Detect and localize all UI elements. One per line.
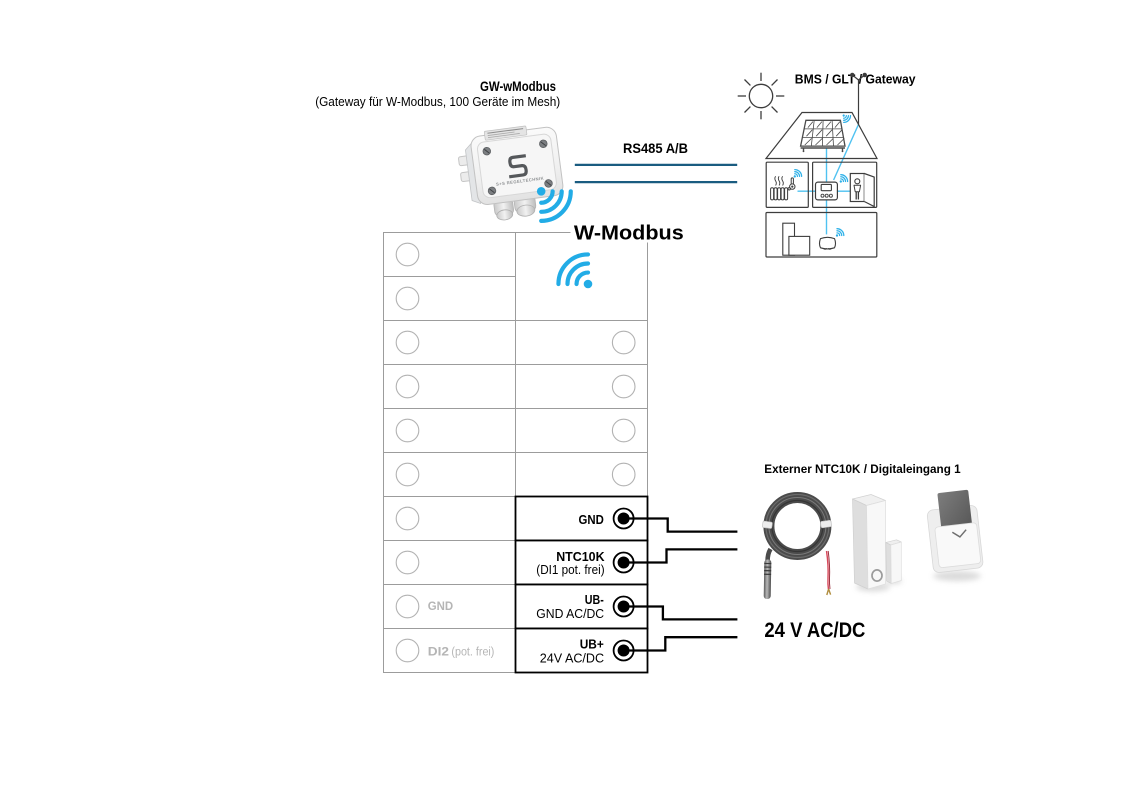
svg-text:GND: GND <box>579 512 604 527</box>
svg-text:NTC10K: NTC10K <box>556 549 605 564</box>
svg-text:GW-wModbus: GW-wModbus <box>480 78 556 94</box>
svg-text:DI2: DI2 <box>428 647 449 659</box>
svg-text:24V AC/DC: 24V AC/DC <box>540 650 604 665</box>
svg-text:RS485 A/B: RS485 A/B <box>623 140 688 156</box>
svg-text:GND: GND <box>428 601 453 613</box>
svg-text:W-Modbus: W-Modbus <box>574 222 684 244</box>
svg-text:BMS / GLT / Gateway: BMS / GLT / Gateway <box>795 72 916 87</box>
svg-text:(Gateway für W-Modbus, 100 Ger: (Gateway für W-Modbus, 100 Geräte im Mes… <box>315 94 560 109</box>
svg-text:(DI1 pot. frei): (DI1 pot. frei) <box>536 562 604 577</box>
svg-text:UB-: UB- <box>585 592 604 607</box>
svg-text:(pot. frei): (pot. frei) <box>451 647 494 659</box>
svg-text:S+S REGELTECHNIK: S+S REGELTECHNIK <box>496 176 545 187</box>
svg-text:24 V AC/DC: 24 V AC/DC <box>764 618 865 642</box>
svg-text:Externer NTC10K / Digitaleinga: Externer NTC10K / Digitaleingang 1 <box>764 462 961 476</box>
svg-text:GND AC/DC: GND AC/DC <box>536 606 604 621</box>
svg-text:UB+: UB+ <box>580 636 604 651</box>
